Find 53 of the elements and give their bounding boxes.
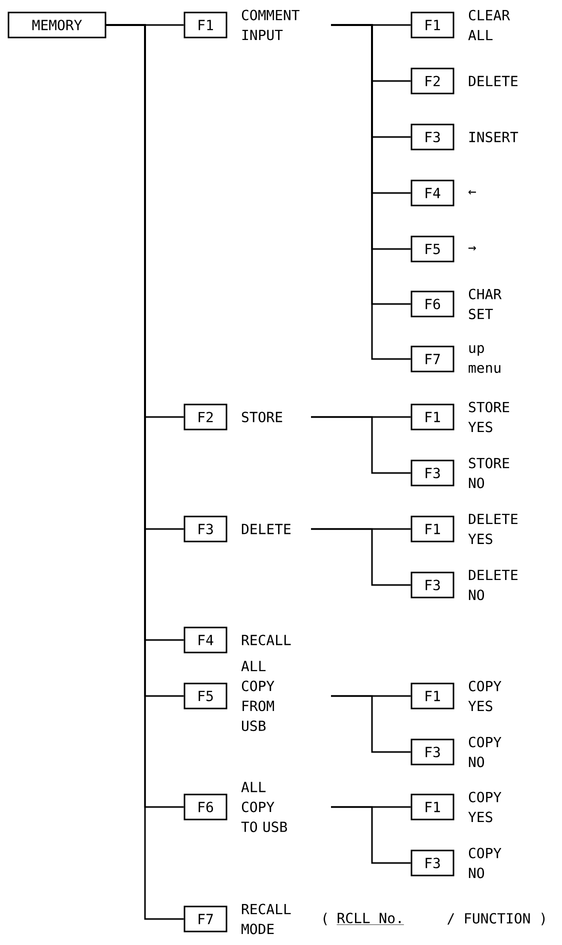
key-box: F3 (410, 124, 454, 150)
key-label: CHAR SET (468, 288, 502, 320)
key-label: COPY NO (468, 736, 502, 768)
key-box: F7 (184, 906, 228, 932)
key-label: RECALL MODE (242, 904, 291, 934)
key-label: DELETE (242, 524, 290, 534)
key-box: F7 (410, 346, 454, 372)
key-label: COPY YES (468, 792, 502, 822)
key-label: COPY YES (468, 680, 502, 712)
key-label: ALL COPY TO USB (241, 782, 287, 832)
key-box: F1 (410, 682, 454, 710)
key-label: RECALL (242, 634, 291, 646)
key-box: F3 (410, 738, 454, 766)
key-label: DELETE NO (468, 570, 518, 600)
key-label: ALL COPY FROM USB (241, 660, 274, 732)
key-box: F1 (184, 12, 228, 38)
key-label: up menu (468, 345, 500, 373)
menu-box: MEMORY (8, 12, 106, 38)
key-label: → (468, 246, 476, 250)
connector-line (331, 24, 411, 360)
key-label: STORE YES (468, 402, 510, 432)
key-box: F6 (184, 794, 228, 820)
key-box: F3 (410, 850, 454, 876)
key-box: F4 (184, 626, 228, 654)
note-text: / FUNCTION ) (447, 912, 545, 926)
key-box: F6 (410, 290, 454, 318)
key-box: F3 (184, 516, 228, 542)
key-box: F3 (410, 460, 454, 486)
key-label: ← (468, 190, 476, 194)
key-label: COPY NO (468, 848, 502, 878)
key-box: F2 (410, 68, 454, 94)
connector-line (311, 416, 411, 474)
key-box: F1 (410, 794, 454, 820)
key-box: F1 (410, 404, 454, 430)
key-box: F3 (410, 572, 454, 598)
note-text: RCLL No. (336, 912, 404, 925)
key-label: CLEAR ALL (468, 10, 510, 40)
key-box: F1 (410, 12, 454, 38)
key-label: STORE NO (468, 458, 510, 488)
key-label: DELETE (468, 76, 518, 86)
key-label: INSERT (469, 132, 518, 142)
key-box: F5 (184, 682, 228, 710)
note-text: ( (324, 912, 327, 926)
key-box: F4 (410, 180, 454, 206)
connector-line (331, 695, 411, 753)
connector-line (311, 528, 411, 586)
key-box: F1 (410, 516, 454, 542)
key-box: F2 (184, 404, 228, 430)
key-label: DELETE YES (468, 514, 518, 544)
connector-line (331, 806, 411, 864)
key-label: COMMENT INPUT (242, 10, 300, 40)
key-label: STORE (242, 412, 282, 422)
key-box: F5 (410, 236, 454, 262)
